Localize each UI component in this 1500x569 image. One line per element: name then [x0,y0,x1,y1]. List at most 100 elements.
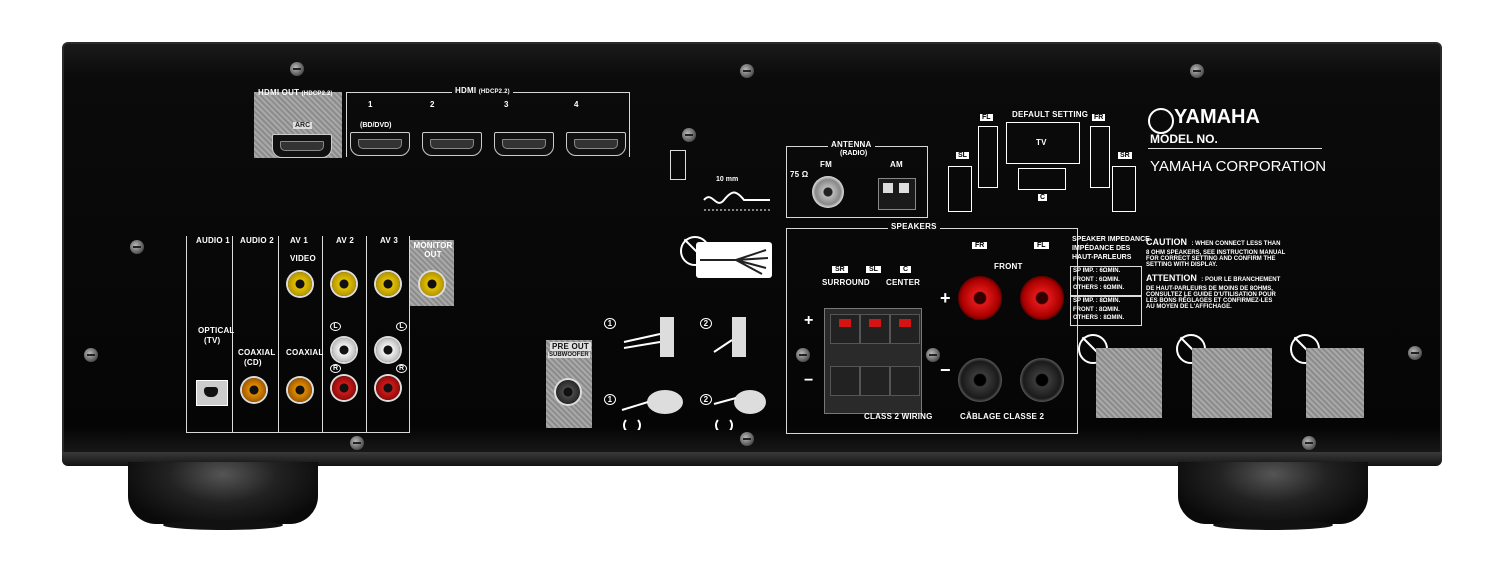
sl-label: SL [956,152,969,159]
step-2-label: 2 [700,394,712,405]
class2-wiring-label: CLASS 2 WIRING [864,412,933,421]
video-label: VIDEO [290,254,316,263]
sr-terminal-label: SR [832,266,848,273]
av3-right-jack[interactable] [376,376,400,400]
av-2-label: AV 2 [336,236,354,245]
short-circuit-warning-icon [1096,348,1162,418]
hdmi-in-spec: (HDCP2.2) [478,89,510,95]
av-1-label: AV 1 [290,236,308,245]
coaxial-cd-sub: (CD) [244,358,262,367]
chassis-bottom-edge [62,452,1442,466]
attention-line-3: CONSULTEZ LE GUIDE D'UTILISATION POUR [1146,292,1276,298]
screw-icon [84,348,98,362]
speakers-title: SPEAKERS [888,222,940,231]
monitor-out-video-jack[interactable] [420,272,444,296]
av3-video-jack[interactable] [376,272,400,296]
screw-icon [1408,346,1422,360]
sr-minus-terminal[interactable] [830,366,860,396]
optical-port[interactable] [196,380,228,406]
front-right-minus-binding-post[interactable] [958,358,1002,402]
audio-2-label: AUDIO 2 [240,236,274,245]
front-plus-sign: + [940,288,951,308]
front-left-plus-binding-post[interactable] [1020,276,1064,320]
pre-out-label: PRE OUT [550,342,591,351]
hdmi-in-2-port[interactable] [422,132,482,156]
default-setting-label: DEFAULT SETTING [1012,110,1089,119]
hdmi-in-3-port[interactable] [494,132,554,156]
wire-contact-warning-icon [1192,348,1272,418]
front-6: FRONT : 6ΩMIN. [1073,277,1120,283]
strip-length-label: 10 mm [716,176,739,183]
sl-plus-terminal[interactable] [860,314,890,344]
hdmi-out-port[interactable] [272,134,332,158]
screw-icon [926,348,940,362]
screw-icon [740,432,754,446]
optical-sub: (TV) [204,336,221,345]
fl-terminal-label: FL [1034,242,1049,249]
front-right-plus-binding-post[interactable] [958,276,1002,320]
class2-wiring-fr-label: CÂBLAGE CLASSE 2 [960,412,1045,421]
screw-icon [740,64,754,78]
am-label: AM [890,160,903,169]
front-left-speaker-icon [978,126,998,188]
impedance-title-fr1: IMPÉDANCE DES [1072,245,1131,252]
surround-right-speaker-icon [1112,166,1136,212]
screw-icon [350,436,364,450]
yamaha-logo-icon [1148,108,1174,134]
coaxial-cd-jack[interactable] [242,378,266,402]
front-left-minus-binding-post[interactable] [1020,358,1064,402]
audio-inputs-frame [186,236,410,433]
attention-line-5: AU MOYEN DE L'AFFICHAGE. [1146,304,1232,310]
am-antenna-terminal[interactable] [878,178,916,210]
coaxial-jack[interactable] [288,378,312,402]
c-terminal-label: C [900,266,912,273]
binding-post-step-icon [620,380,690,435]
sl-minus-terminal[interactable] [860,366,890,396]
right-channel-label: R [330,364,341,373]
corporation-name: YAMAHA CORPORATION [1150,158,1327,175]
caution-line-3: FOR CORRECT SETTING AND CONFIRM THE [1146,256,1276,262]
c-label: C [1038,194,1048,201]
hdmi-port-1-label: 1 [368,100,373,109]
sr-plus-terminal[interactable] [830,314,860,344]
attention-title: ATTENTION [1146,273,1197,283]
screw-icon [796,348,810,362]
step-1-label: 1 [604,394,616,405]
attention-line-1: : POUR LE BRANCHEMENT [1201,277,1281,283]
screw-icon [290,62,304,76]
connection-step-icon [712,312,772,362]
left-channel-label: L [330,322,341,331]
av1-video-jack[interactable] [288,272,312,296]
fl-label: FL [980,114,993,121]
av3-left-jack[interactable] [376,338,400,362]
hdmi-in-4-port[interactable] [566,132,626,156]
hdmi-port-2-label: 2 [430,100,435,109]
coaxial-cd-label: COAXIAL [238,348,276,357]
antenna-title: ANTENNA [828,140,875,149]
impedance-title: SPEAKER IMPEDANCE [1072,236,1150,243]
center-label: CENTER [886,278,921,287]
fm-label: FM [820,160,832,169]
connection-step-icon [620,312,690,362]
model-label: MODEL NO. [1150,132,1218,146]
screw-icon [1302,436,1316,450]
hdmi-in-1-port[interactable] [350,132,410,156]
key-slot-icon [670,150,686,180]
caution-line-2: 8 OHM SPEAKERS, SEE INSTRUCTION MANUAL [1146,250,1286,256]
av2-video-jack[interactable] [332,272,356,296]
right-foot [1178,462,1368,530]
sp-imp-6: SP IMP. : 6ΩMIN. [1073,268,1121,274]
antenna-sub: (RADIO) [840,150,868,157]
subwoofer-jack[interactable] [556,380,580,404]
attention-line-2: DE HAUT-PARLEURS DE MOINS DE 8OHMS, [1146,286,1273,292]
av2-right-jack[interactable] [332,376,356,400]
hdmi-out-label: HDMI OUT [258,88,300,97]
center-plus-terminal[interactable] [890,314,920,344]
fm-antenna-connector[interactable] [812,176,844,208]
center-minus-terminal[interactable] [890,366,920,396]
fr-terminal-label: FR [972,242,988,249]
attention-line-4: LES BONS RÉGLAGES ET CONFIRMEZ-LES [1146,298,1273,304]
wire-strip-diagram-icon [702,188,772,212]
hdmi-port-1-sub: (BD/DVD) [360,122,392,129]
av2-left-jack[interactable] [332,338,356,362]
